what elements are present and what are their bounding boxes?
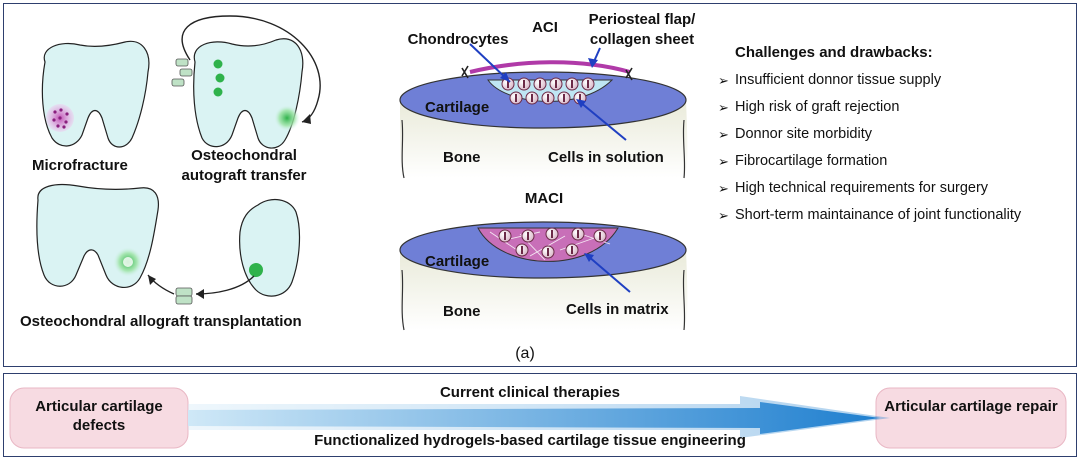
maci-bone-label: Bone — [443, 303, 481, 320]
microfracture-knee — [41, 40, 150, 148]
left-box-label: Articular cartilage defects — [35, 398, 163, 434]
autograft-arrow — [181, 15, 321, 123]
maci-cells-label: Cells in matrix — [566, 301, 669, 318]
allograft-graft-icon — [175, 287, 193, 305]
list-item-text: Donnor site morbidity — [735, 126, 872, 142]
aci-cells-pointer — [579, 101, 627, 141]
maci-cartilage-label: Cartilage — [425, 253, 489, 270]
challenges-title: Challenges and drawbacks: — [735, 44, 933, 61]
arrow-bullet-icon: ➢ — [718, 127, 729, 142]
aci-cells-label: Cells in solution — [548, 149, 664, 166]
maci-title: MACI — [525, 190, 563, 207]
progress-arrow — [188, 402, 880, 434]
list-item-text: Insufficient donnor tissue supply — [735, 72, 942, 88]
arrow-bullet-icon: ➢ — [718, 100, 729, 115]
allograft-label: Osteochondral allograft transplantation — [20, 313, 302, 330]
allograft-donor-knee — [239, 198, 301, 297]
panel-a — [3, 3, 1077, 367]
arrow-bullet-icon: ➢ — [718, 208, 729, 223]
challenges-list: Challenges and drawbacks: ➢ Insufficient … — [718, 44, 1058, 233]
chondrocytes-label: Chondrocytes — [408, 31, 509, 48]
maci-cells-pointer — [587, 255, 631, 293]
list-item: ➢ High risk of graft rejection — [718, 98, 1058, 117]
list-item-text: Short-term maintainance of joint functio… — [735, 207, 1022, 223]
flap-label-2: collagen sheet — [590, 31, 694, 48]
list-item-text: Fibrocartilage formation — [735, 153, 888, 169]
arrow-bottom-label: Functionalized hydrogels-based cartilage… — [314, 432, 746, 449]
list-item: ➢ Insufficient donnor tissue supply — [718, 71, 1058, 90]
list-item: ➢ Fibrocartilage formation — [718, 152, 1058, 171]
caption: (a) — [515, 345, 535, 362]
autograft-plugs-icon — [171, 58, 193, 87]
arrow-bullet-icon: ➢ — [718, 181, 729, 196]
aci-bone-label: Bone — [443, 149, 481, 166]
list-item-text: High technical requirements for surgery — [735, 180, 989, 196]
allograft-recipient-knee — [36, 183, 160, 288]
arrow-bullet-icon: ➢ — [718, 73, 729, 88]
autograft-knee — [193, 38, 304, 149]
list-item-text: High risk of graft rejection — [735, 99, 900, 115]
aci-cartilage-label: Cartilage — [425, 99, 489, 116]
aci-cell-nuclei — [507, 80, 589, 102]
flap-label-1: Periosteal flap/ — [589, 11, 697, 28]
arrow-top-label: Current clinical therapies — [440, 384, 620, 401]
maci-cell-nuclei — [504, 230, 601, 256]
list-item: ➢ Short-term maintainance of joint functi… — [718, 206, 1058, 225]
right-box-label: Articular cartilage repair — [884, 398, 1058, 415]
panel-bottom — [3, 373, 1077, 457]
arrow-bullet-icon: ➢ — [718, 154, 729, 169]
list-item: ➢ Donnor site morbidity — [718, 125, 1058, 144]
aci-title: ACI — [532, 19, 558, 36]
microfracture-label: Microfracture — [32, 157, 128, 174]
autograft-label-2: autograft transfer — [181, 167, 306, 184]
list-item: ➢ High technical requirements for surgery — [718, 179, 1058, 198]
autograft-label-1: Osteochondral — [191, 147, 297, 164]
donor-arrow — [195, 275, 255, 295]
